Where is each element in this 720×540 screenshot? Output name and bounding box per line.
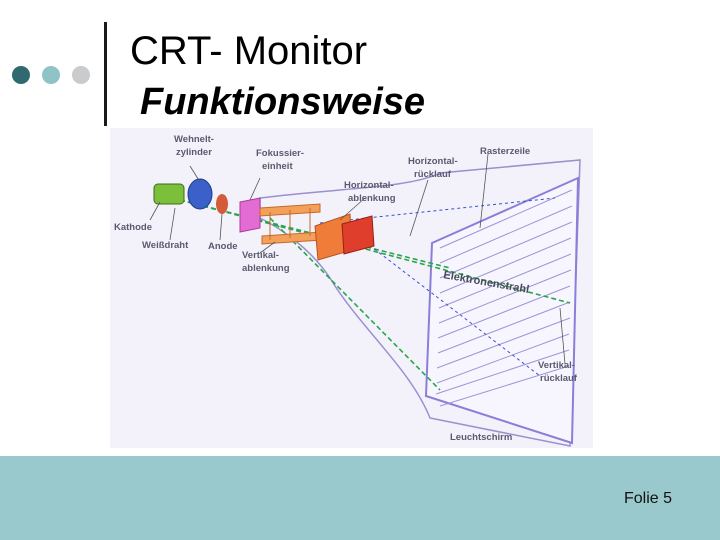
label-anode: Anode: [208, 241, 238, 252]
label-fokus-2: einheit: [262, 161, 293, 172]
slide-subtitle: Funktionsweise: [140, 81, 426, 123]
label-horiz-ablenkung-1: Horizontal-: [344, 180, 394, 191]
label-horiz-ruecklauf-2: rücklauf: [414, 169, 452, 180]
label-vert-ablenkung-1: Vertikal-: [242, 250, 279, 261]
label-rasterzeile: Rasterzeile: [480, 146, 530, 157]
tube-outline: [259, 159, 581, 447]
label-vert-ruecklauf-1: Vertikal-: [538, 360, 575, 371]
vertical-deflection-plates: [259, 203, 323, 245]
title-divider: [104, 22, 107, 126]
retrace-paths: [319, 197, 556, 377]
label-leuchtschirm: Leuchtschirm: [450, 432, 512, 443]
label-vert-ruecklauf-2: rücklauf: [540, 373, 578, 384]
focus-unit: [239, 197, 261, 233]
label-horiz-ablenkung-2: ablenkung: [348, 193, 396, 204]
raster-lines: [435, 189, 573, 407]
cathode-cylinder: [153, 183, 185, 205]
crt-diagram: Wehnelt- zylinder Fokussier- einheit Hor…: [110, 128, 593, 448]
label-kathode: Kathode: [114, 222, 152, 233]
anode-disc: [216, 194, 228, 214]
horizontal-deflection-plate-back: [341, 215, 375, 255]
wehnelt-cylinder: [187, 178, 213, 210]
label-wehnelt-2: zylinder: [176, 147, 212, 158]
dot-light: [72, 66, 90, 84]
leader-lines: [149, 153, 566, 365]
screen-shape: [424, 176, 580, 445]
label-fokus-1: Fokussier-: [256, 148, 304, 159]
label-weissdraht: Weißdraht: [142, 240, 189, 251]
label-vert-ablenkung-2: ablenkung: [242, 263, 290, 274]
label-wehnelt-1: Wehnelt-: [174, 134, 214, 145]
bullet-dots-decoration: [12, 66, 96, 86]
dot-medium: [42, 66, 60, 84]
crt-diagram-svg: Wehnelt- zylinder Fokussier- einheit Hor…: [114, 134, 581, 447]
dot-dark: [12, 66, 30, 84]
slide-title: CRT- Monitor: [130, 29, 368, 73]
label-horiz-ruecklauf-1: Horizontal-: [408, 156, 458, 167]
footer-bar: Folie 5: [0, 456, 720, 540]
slide-number: Folie 5: [623, 490, 672, 507]
